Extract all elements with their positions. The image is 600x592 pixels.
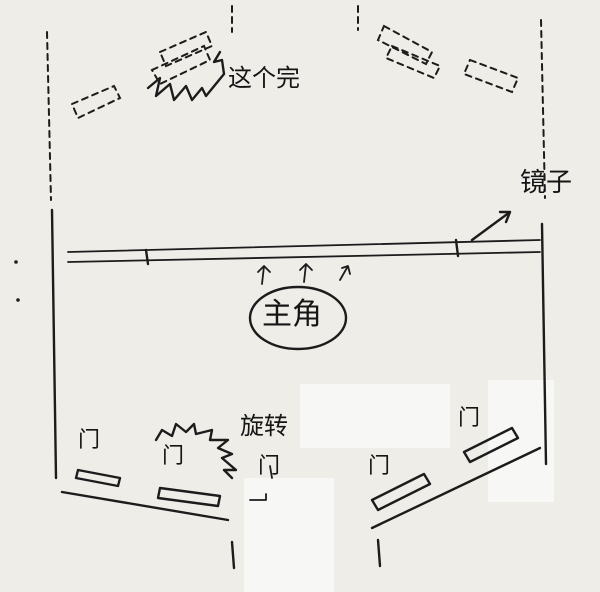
door-label-4: 门: [368, 454, 391, 479]
masked-area-right: [488, 380, 554, 502]
left-wall-dashed: [46, 31, 52, 201]
dot-1: [14, 260, 18, 264]
door-rect-4: [462, 426, 520, 464]
up-arrow-3: [339, 265, 351, 281]
door-post-right: [376, 538, 382, 568]
door-rect-3: [370, 472, 432, 512]
up-arrow-1: [257, 265, 271, 285]
floor-left: [60, 490, 230, 522]
right-wall-dashed: [540, 19, 546, 199]
door-rect-2: [156, 486, 222, 508]
dashed-box-2: [158, 30, 214, 68]
left-wall: [50, 208, 58, 480]
mirror-bar: [67, 238, 541, 266]
hero-ellipse: [248, 285, 348, 351]
masked-area-mid: [300, 384, 450, 448]
door-label-1: 门: [78, 428, 101, 453]
door-label-3: 门: [258, 454, 281, 479]
burst-top: [146, 50, 226, 102]
mirror-arrow: [470, 210, 512, 242]
swirl-bracket: [249, 493, 267, 501]
top-shape-label: 这个完: [228, 64, 300, 92]
swirl-tick: [269, 465, 273, 479]
burst-bottom: [154, 422, 238, 480]
door-label-2: 门: [162, 444, 185, 469]
masked-area-bottom: [244, 478, 334, 592]
dashed-box-6: [462, 58, 520, 94]
door-label-5: 门: [458, 406, 481, 431]
hero-label: 主角: [262, 297, 322, 332]
dashed-box-1: [70, 84, 122, 120]
door-rect-1: [74, 468, 122, 488]
floor-right: [370, 446, 542, 530]
swirl-label: 旋转: [240, 412, 288, 440]
right-wall: [540, 222, 548, 466]
dashed-box-5: [384, 44, 442, 80]
door-post-left: [230, 540, 236, 570]
up-arrow-2: [299, 263, 313, 283]
dashed-box-4: [376, 24, 434, 66]
mirror-label: 镜子: [520, 168, 573, 198]
dot-2: [16, 298, 20, 302]
